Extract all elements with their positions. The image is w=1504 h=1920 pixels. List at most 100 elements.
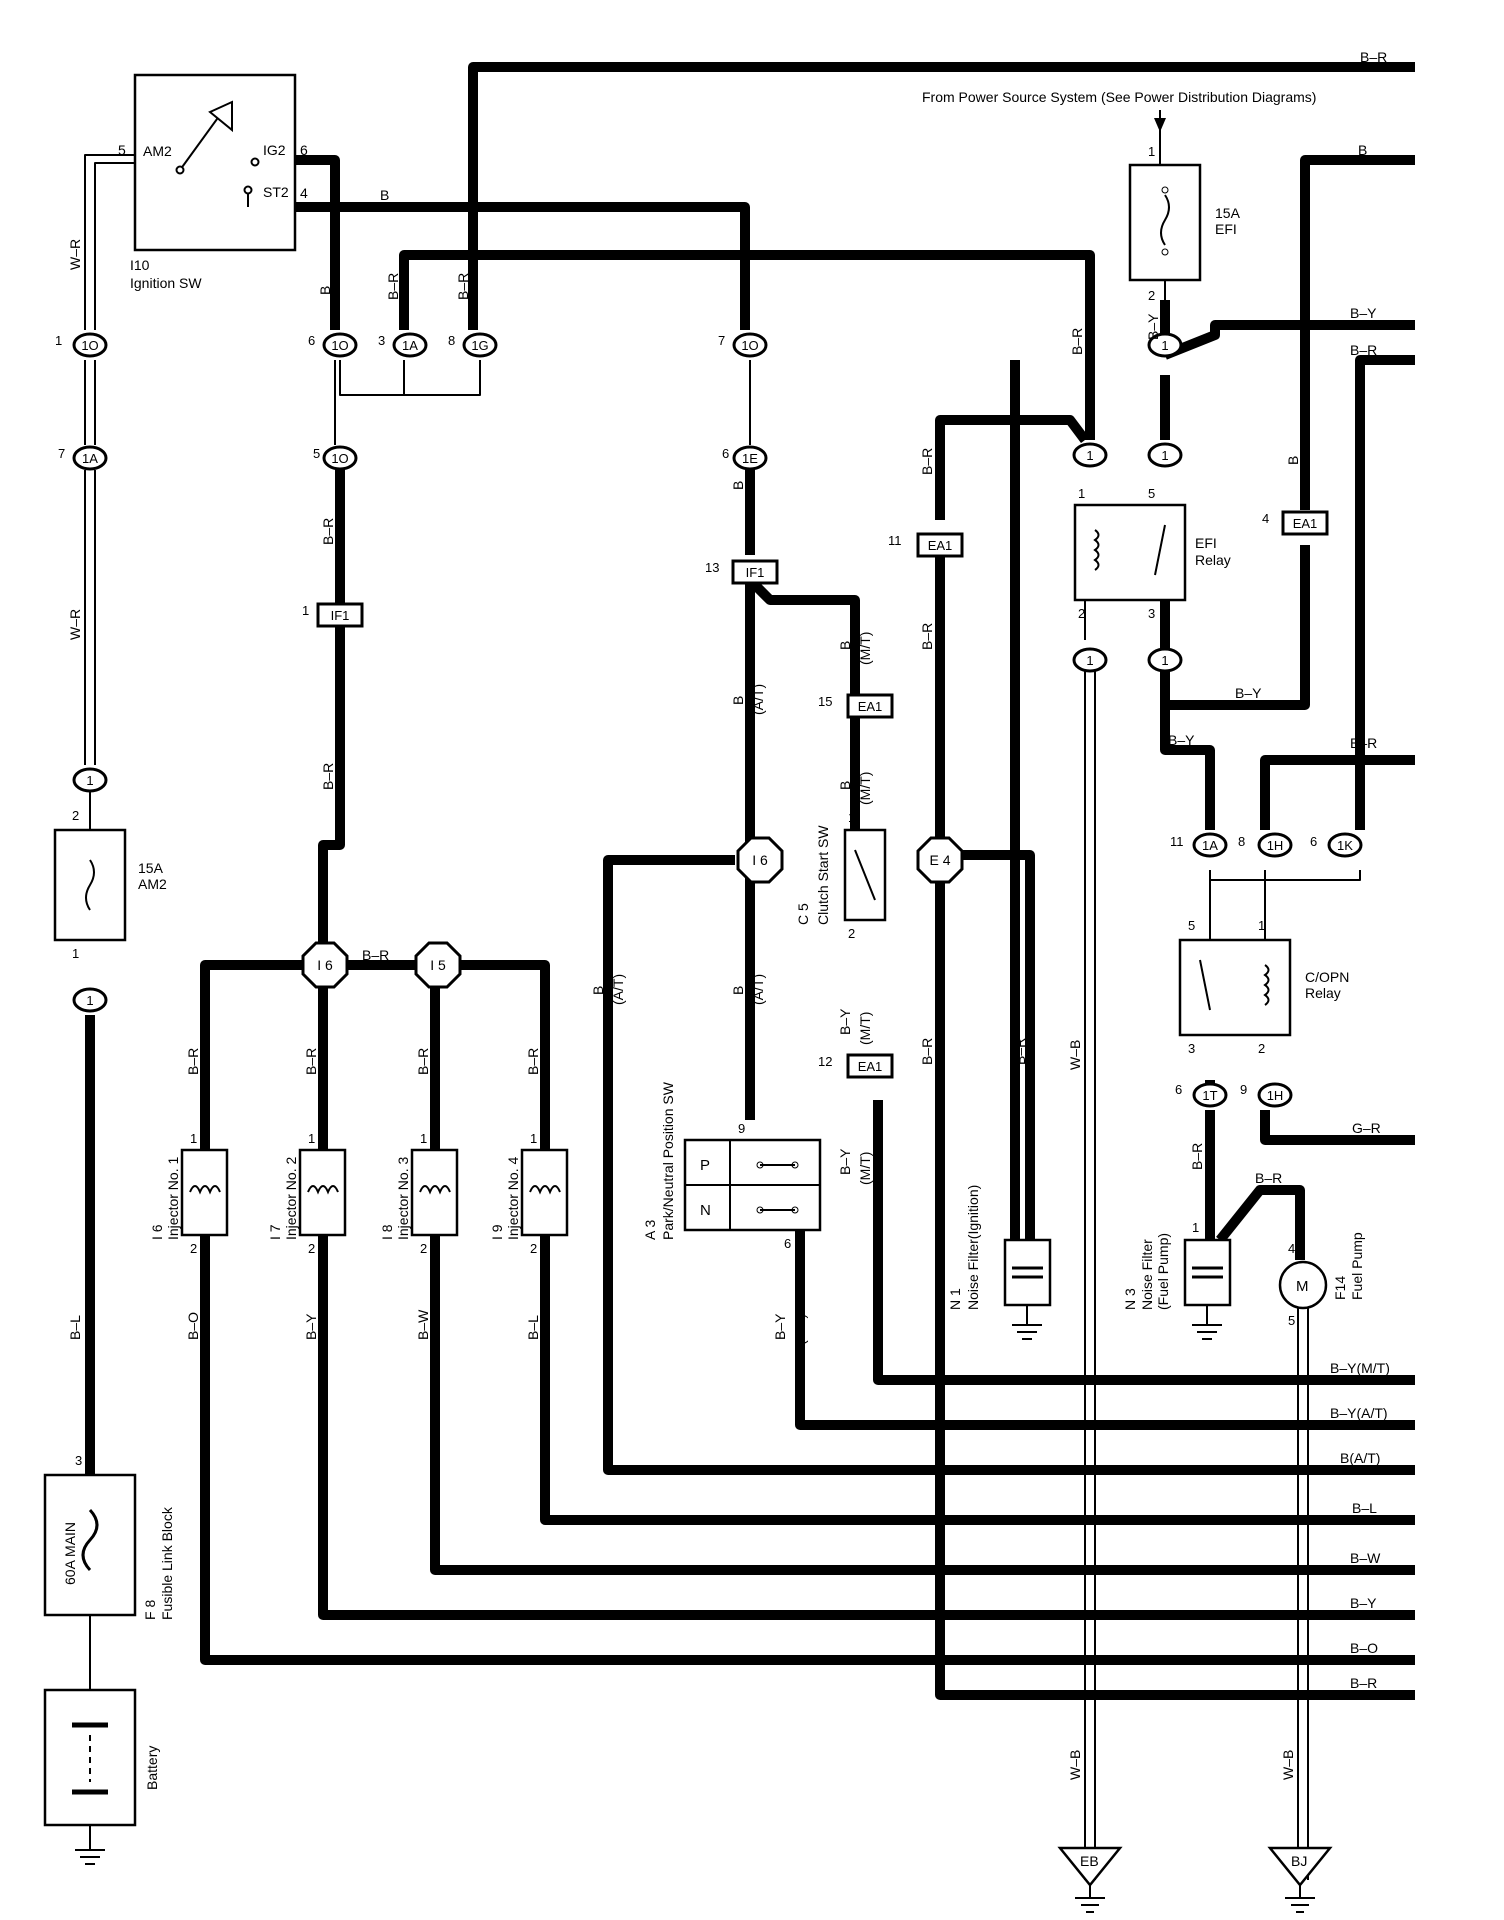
inj4-pin1: 1 [530, 1131, 537, 1146]
connector-c_1o_c: 1O [322, 445, 358, 471]
connector-c_1a_b: 1A [72, 445, 108, 471]
connector-if1_b: IF1 [731, 559, 779, 585]
connector-label: 1A [82, 451, 98, 466]
am2-label: AM2 [143, 143, 172, 159]
connector-c_1t: 1T [1192, 1082, 1228, 1108]
pin-5: 5 [118, 142, 126, 158]
ground-bj-label: BJ [1291, 1853, 1307, 1869]
fuel-pump: M 4 5 F14 Fuel Pump [1278, 1232, 1365, 1328]
inj3-pin1: 1 [420, 1131, 427, 1146]
pnp-switch: P N 9 6 A 3 Park/Neutral Position SW [642, 1081, 822, 1251]
connector-label: 1G [471, 338, 488, 353]
efi-pin2: 2 [1148, 288, 1155, 303]
junction-j_i6_bot: I 6 [301, 941, 349, 989]
pnp-p: P [700, 1157, 710, 1174]
inj2-name: Injector No. 2 [283, 1157, 299, 1240]
junction-label: I 5 [430, 957, 446, 973]
fuel-pump-name: Fuel Pump [1349, 1232, 1365, 1300]
am2-name: AM2 [138, 876, 167, 892]
junctions: I 6 E 4 I 6 I 5 [301, 836, 964, 989]
wire-label: B [1358, 142, 1367, 158]
connector-label: 1 [86, 773, 93, 788]
wire-label: W–R [67, 609, 83, 640]
connector-if1_a: IF1 [316, 602, 364, 628]
copn-p5: 5 [1188, 918, 1195, 933]
nf-ign-name: Noise Filter(Ignition) [965, 1185, 981, 1310]
inj1-code: I 6 [149, 1224, 165, 1240]
wire-label: B–Y [837, 1008, 853, 1035]
connector-label: 1 [1086, 653, 1093, 668]
wire-label: B [317, 286, 333, 295]
wire-labels: W–R W–R B B B–R B–R B–R B–R B–R B–Y B B–… [67, 142, 1381, 1780]
inj2-pin2: 2 [308, 1241, 315, 1256]
output-label: B(A/T) [1340, 1450, 1380, 1466]
pin-num: 3 [378, 333, 385, 348]
inj1-pin2: 2 [190, 1241, 197, 1256]
efi-relay-p2: 2 [1078, 606, 1085, 621]
connector-label: 1O [331, 451, 348, 466]
connector-c_1o_d: 1O [732, 332, 768, 358]
connector-c_1_efi: 1 [1147, 332, 1183, 358]
ignition-sw-name: Ignition SW [130, 275, 202, 291]
pin-num: 1 [302, 603, 309, 618]
wire-label: B–R [320, 763, 336, 790]
injectors: I 6 Injector No. 1 I 7 Injector No. 2 I … [149, 1131, 569, 1256]
noise-filter-ignition: 1 N 1 Noise Filter(Ignition) [947, 1185, 1052, 1340]
wire-label: B [837, 641, 853, 650]
inj1-name: Injector No. 1 [165, 1157, 181, 1240]
inj4-pin2: 2 [530, 1241, 537, 1256]
wire-label: B–R [1069, 328, 1085, 355]
connector-c_1_rel1: 1 [1072, 442, 1108, 468]
junction-j_i6_top: I 6 [736, 836, 784, 884]
connector-c_1_rel5: 1 [1147, 442, 1183, 468]
output-label: B–W [1350, 1550, 1381, 1566]
connector-c_1a_a: 1A [392, 332, 428, 358]
pin-num: 12 [818, 1054, 832, 1069]
connector-ea1_a: EA1 [916, 532, 964, 558]
wire-label: B–Y [1168, 732, 1195, 748]
pnp-p9: 9 [738, 1121, 745, 1136]
connector-label: 1 [1161, 448, 1168, 463]
clutch-code: C 5 [795, 903, 811, 925]
wire-label: G–R [1352, 1120, 1381, 1136]
wire-label: B–R [919, 1038, 935, 1065]
battery: Battery [43, 1688, 160, 1865]
top-br-label: B–R [1360, 49, 1387, 65]
junction-label: I 6 [752, 852, 768, 868]
connector-label: 1 [86, 993, 93, 1008]
connector-c_1h_b: 1H [1257, 1082, 1293, 1108]
clutch-name: Clutch Start SW [815, 825, 831, 925]
am2-pin1: 1 [72, 946, 79, 961]
connector-ea1_d: EA1 [846, 1053, 894, 1079]
output-labels: B–Y(M/T) B–Y(A/T) B(A/T) B–L B–W B–Y B–O… [1330, 1360, 1390, 1691]
nf-ign-p1: 1 [1012, 1220, 1019, 1235]
wire-label: B–R [1012, 1038, 1028, 1065]
connector-label: 1H [1267, 1088, 1284, 1103]
pnp-p6: 6 [784, 1236, 791, 1251]
wire-label: B–R [919, 623, 935, 650]
junction-label: E 4 [929, 852, 950, 868]
wire-label: B [730, 481, 746, 490]
wire-label: B–R [415, 1048, 431, 1075]
nf-fp-p1: 1 [1192, 1220, 1199, 1235]
fusible-p3: 3 [75, 1453, 82, 1468]
connector-label: 1A [1202, 838, 1218, 853]
connector-c_1o_a: 1O [72, 332, 108, 358]
wire-label: W–B [1067, 1750, 1083, 1780]
connector-label: 1A [402, 338, 418, 353]
connector-ea1_b: EA1 [1281, 510, 1329, 536]
fusible-rating: 60A MAIN [62, 1522, 78, 1585]
nf-fp-code: N 3 [1122, 1288, 1138, 1310]
wire-label: (A/T) [610, 974, 626, 1005]
ground-eb: EB [1057, 1846, 1123, 1913]
power-source-note: From Power Source System (See Power Dist… [922, 89, 1316, 105]
connector-label: 1H [1267, 838, 1284, 853]
wire-label: B–L [525, 1315, 541, 1340]
fusible-code: F 8 [142, 1600, 158, 1620]
nf-fp-name1: Noise Filter [1139, 1239, 1155, 1310]
nf-ign-code: N 1 [947, 1288, 963, 1310]
st2-label: ST2 [263, 184, 289, 200]
output-label: B–Y(M/T) [1330, 1360, 1390, 1376]
connector-c_1a_c: 1A [1192, 832, 1228, 858]
